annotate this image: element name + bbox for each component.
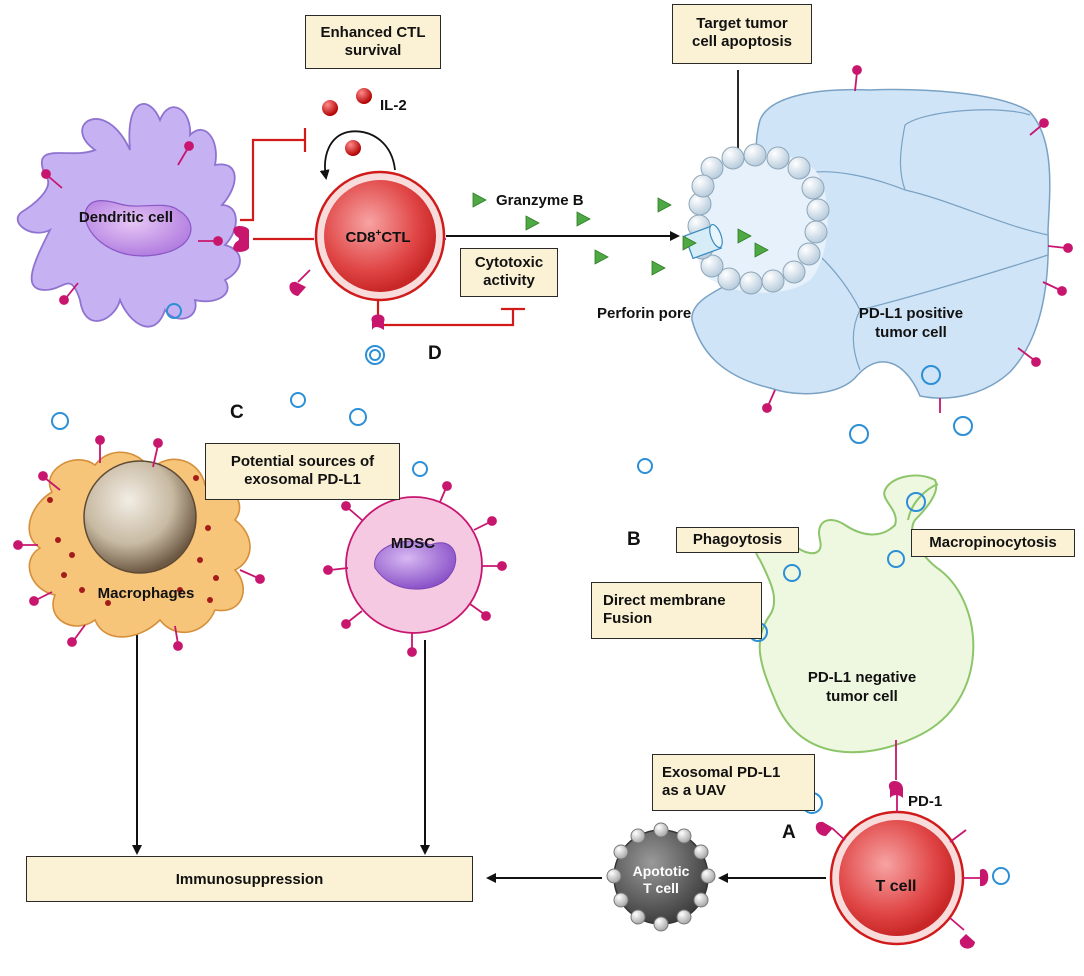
exosomal-uav-line1: Exosomal PD-L1 (662, 764, 781, 781)
pdl1-positive-line2: tumor cell (875, 324, 947, 341)
ctl-cytotoxic-line (376, 300, 515, 327)
exosomes (51, 303, 1010, 885)
target-apoptosis-line2: cell apoptosis (691, 33, 793, 50)
pdl1-negative-tumor-cell (754, 474, 975, 754)
granzyme-triangles (472, 192, 769, 276)
pd1-receptors (233, 226, 989, 949)
apoptotic-line2: T cell (643, 880, 679, 896)
potential-sources-line2: exosomal PD-L1 (244, 471, 361, 488)
ctl-label: CD8+CTL (345, 228, 410, 246)
exosomal-uav-line2: as a UAV (662, 782, 726, 799)
macrophages-label: Macrophages (98, 585, 195, 602)
enhanced-ctl-box: Enhanced CTL survival (305, 15, 441, 69)
mdsc-cell (345, 496, 483, 634)
t-cell-label: T cell (876, 878, 917, 895)
direct-fusion-line1: Direct membrane (603, 592, 726, 609)
perforin-beads (687, 143, 830, 295)
target-apoptosis-line1: Target tumor (696, 15, 788, 32)
immunosuppression-box: Immunosuppression (26, 856, 473, 902)
direct-fusion-box: Direct membrane Fusion (591, 582, 762, 639)
macrophage-granules (47, 475, 219, 606)
enhanced-ctl-line1: Enhanced CTL (320, 24, 426, 41)
cytotoxic-box: Cytotoxic activity (460, 248, 558, 297)
pdl1-negative-line1: PD-L1 negative (808, 669, 916, 686)
letter-b: B (627, 529, 641, 550)
cd8-ctl-cell (314, 170, 446, 302)
perforin-label: Perforin pore (597, 305, 691, 322)
pdl1-positive-line1: PD-L1 positive (859, 305, 963, 322)
granzyme-label: Granzyme B (496, 192, 584, 209)
macropinocytosis-label: Macropinocytosis (929, 534, 1057, 551)
immunosuppression-label: Immunosuppression (175, 871, 324, 888)
potential-sources-box: Potential sources of exosomal PD-L1 (205, 443, 400, 500)
il2-molecules (322, 88, 372, 156)
apoptotic-line1: Apototic (633, 863, 690, 879)
macropinocytosis-box: Macropinocytosis (911, 529, 1075, 557)
dendritic-cell (16, 103, 241, 328)
phagocytosis-label: Phagoytosis (692, 531, 783, 548)
potential-sources-line1: Potential sources of (230, 453, 375, 470)
letter-a: A (782, 822, 796, 843)
t-cell (829, 810, 965, 946)
apoptotic-beads (606, 822, 716, 932)
il2-loop-arrow (319, 130, 396, 180)
cytotoxic-line2: activity (483, 272, 535, 289)
target-apoptosis-box: Target tumor cell apoptosis (672, 4, 812, 64)
letter-c: C (230, 402, 244, 423)
pdl1-positive-tumor-cell (691, 88, 1051, 399)
exosomal-uav-box: Exosomal PD-L1 as a UAV (652, 754, 815, 811)
pd1-label: PD-1 (908, 793, 942, 810)
direct-fusion-line2: Fusion (603, 610, 653, 627)
phagocytosis-box: Phagoytosis (676, 527, 799, 553)
perforin-pore (683, 223, 723, 260)
enhanced-ctl-line2: survival (344, 42, 402, 59)
il2-label: IL-2 (380, 97, 407, 114)
letter-d: D (428, 343, 442, 364)
dendritic-cell-label: Dendritic cell (79, 209, 173, 226)
pdl1-negative-line2: tumor cell (826, 688, 898, 705)
cytotoxic-line1: Cytotoxic (474, 254, 544, 271)
mdsc-label: MDSC (391, 535, 435, 552)
dc-bracket-line (240, 138, 305, 222)
